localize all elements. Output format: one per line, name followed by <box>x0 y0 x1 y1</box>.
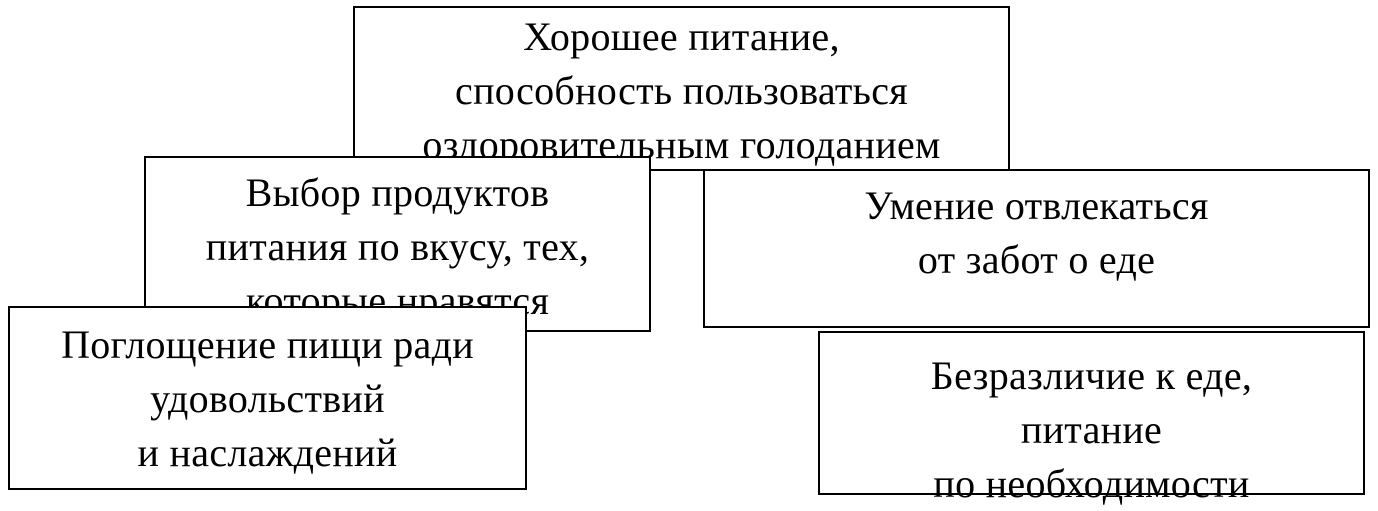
top-box-line: способность пользоваться <box>455 68 908 113</box>
bottom-right-box-line: Безразличие к еде, <box>930 353 1253 398</box>
middle-left-box-line: питания по вкусу, тех, <box>205 224 590 269</box>
bottom-left-box: Поглощение пищи ради удовольствий и насл… <box>8 306 527 490</box>
bottom-left-box-line: удовольствий <box>150 376 385 421</box>
middle-left-box: Выбор продуктов питания по вкусу, тех, к… <box>144 156 651 332</box>
top-box: Хорошее питание, способность пользоватьс… <box>353 6 1010 171</box>
bottom-right-box-line: питание <box>1020 407 1163 452</box>
bottom-left-box-line: Поглощение пищи ради <box>61 322 474 367</box>
bottom-right-box: Безразличие к еде, питание по необходимо… <box>818 331 1365 506</box>
bottom-left-box-line: и наслаждений <box>137 430 398 475</box>
middle-right-box: Умение отвлекаться от забот о еде <box>703 169 1370 328</box>
middle-right-box-line: Умение отвлекаться <box>864 183 1209 228</box>
middle-left-box-line: Выбор продуктов <box>245 170 550 215</box>
top-box-line: Хорошее питание, <box>523 14 840 59</box>
bottom-right-box-line: по необходимости <box>933 461 1250 506</box>
middle-right-box-line: от забот о еде <box>917 237 1156 282</box>
